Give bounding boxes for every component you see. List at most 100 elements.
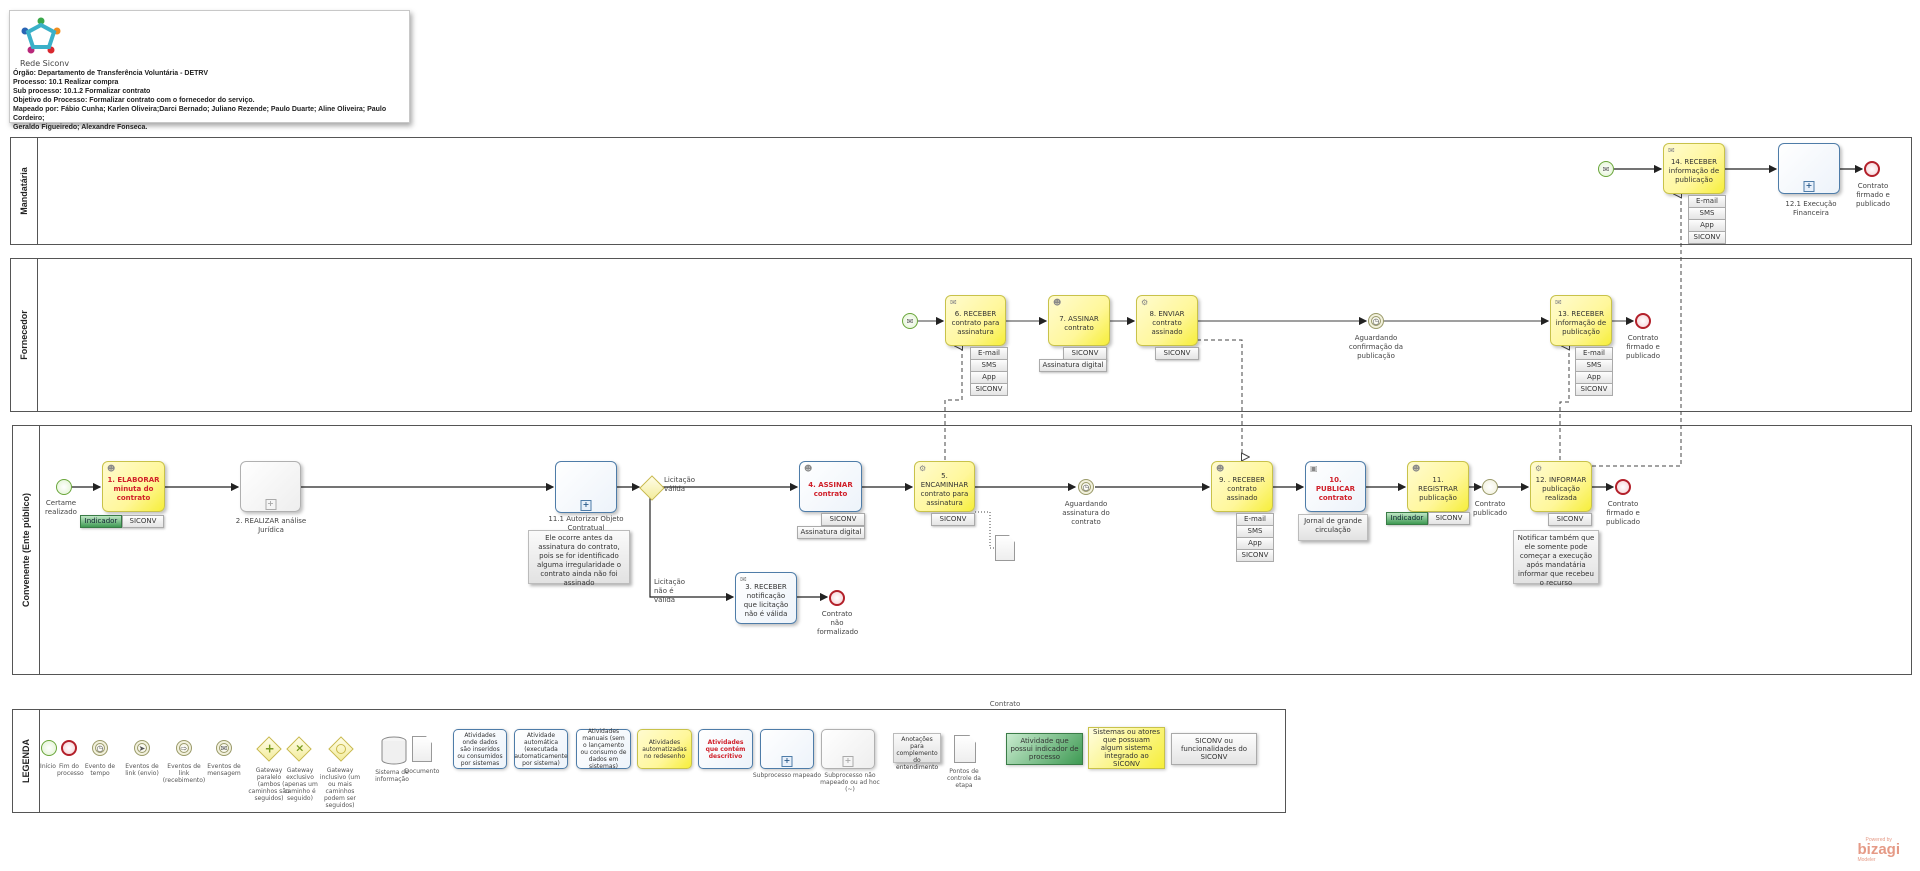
process-metadata: Órgão: Departamento de Transferência Vol… [13, 69, 409, 132]
flow [649, 498, 735, 602]
clock-icon: ◷ [96, 743, 104, 753]
message-flow [944, 346, 962, 460]
orgao-text: Órgão: Departamento de Transferência Vol… [13, 70, 209, 77]
envelope-icon: ✉ [1602, 164, 1610, 174]
end-event-label: Contrato não formalizado [817, 610, 859, 636]
task-3-receber-notificacao[interactable]: ✉ 3. RECEBER notificação que licitação n… [735, 572, 797, 624]
task-12-informar-publicacao[interactable]: ⚙ 12. INFORMAR publicação realizada [1530, 461, 1592, 512]
legend-box-text: Atividades que contém descritivo [705, 738, 746, 760]
end-event-label: Contrato firmado e publicado [1855, 182, 1891, 208]
legend-auto-activity: Atividade automática (executada automati… [514, 729, 568, 769]
legend-label: Subprocesso não mapeado ou ad hoc (~) [820, 772, 880, 793]
task-name: minuta do contrato [113, 485, 154, 502]
task-6-receber-contrato[interactable]: ✉ 6. RECEBER contrato para assinatura [945, 295, 1006, 346]
legend-start-event [41, 740, 57, 756]
message-start-event[interactable]: ✉ [902, 313, 918, 329]
subprocess-12-1-execucao-financeira[interactable]: + [1778, 143, 1840, 194]
pool-mandataria: Mandatária [10, 137, 1912, 245]
task-name: 6. RECEBER contrato para assinatura [951, 310, 1000, 336]
gear-icon: ⚙ [1535, 464, 1543, 473]
legend-label: Eventos de link (envio) [125, 763, 159, 777]
end-event-firmado-publicado[interactable] [1635, 313, 1651, 329]
channel-email: E-mail [970, 347, 1008, 360]
legend-box-text: SICONV ou funcionalidades do SICONV [1180, 737, 1248, 761]
channel-app: App [1236, 538, 1274, 550]
channel-app: App [970, 372, 1008, 384]
task-number: 4. ASSINAR [808, 480, 853, 489]
channel-siconv: SICONV [1688, 232, 1726, 244]
system-badge: SICONV [1428, 512, 1470, 525]
pool-label: Convenente (Ente público) [13, 426, 40, 674]
task-number: 10. PUBLICAR [1315, 476, 1356, 493]
legend-unmapped-subprocess: + [821, 729, 875, 769]
clock-icon: ◷ [1082, 482, 1090, 492]
channel-list: E-mail SMS App SICONV [970, 347, 1008, 396]
task-name: 14. RECEBER informação de publicação [1668, 158, 1720, 184]
timer-event-aguardando-assinatura[interactable]: ◷ [1078, 479, 1094, 495]
task-13-receber-informacao[interactable]: ✉ 13. RECEBER informação de publicação [1550, 295, 1612, 346]
message-start-event[interactable]: ✉ [1598, 161, 1614, 177]
message-flow [1197, 339, 1242, 457]
start-event-certame[interactable] [56, 479, 72, 495]
process-header: Rede Siconv Órgão: Departamento de Trans… [9, 10, 410, 131]
pool-label: Mandatária [11, 138, 38, 244]
indicator-badge: Indicador [1386, 512, 1428, 525]
legend-indicator-activity: Atividade que possui indicador de proces… [1006, 733, 1083, 765]
task-14-receber-informacao[interactable]: ✉ 14. RECEBER informação de publicação [1663, 143, 1725, 194]
end-event-label: Contrato firmado e publicado [1605, 500, 1641, 526]
timer-event-label: Aguardando confirmação da publicação [1348, 334, 1404, 360]
channel-siconv: SICONV [1236, 550, 1274, 562]
subprocess-11-1-autorizar-objeto[interactable]: + [555, 461, 617, 513]
watermark-product: Modeler [1857, 857, 1876, 863]
legend-label: Sistema de informação [375, 769, 409, 783]
event-label: Contrato publicado [1472, 500, 1508, 517]
clock-icon: ◷ [1372, 316, 1380, 326]
task-7-assinar-contrato[interactable]: ☻ 7. ASSINAR contrato [1048, 295, 1110, 346]
collapsed-subprocess-icon: + [1803, 181, 1815, 192]
envelope-icon: ✉ [1668, 146, 1675, 155]
annotation-note: Notificar também que ele somente pode co… [1513, 530, 1599, 587]
subprocess-2-analise-juridica[interactable]: + [240, 461, 301, 512]
channel-sms: SMS [970, 360, 1008, 372]
system-badge: SICONV [821, 513, 865, 526]
subprocess-label: 12.1 Execução Financeira [1785, 200, 1837, 217]
legend-label: Gateway paralelo (ambos caminhos são seg… [248, 767, 290, 802]
legend-integrated-system: Sistemas ou atores que possuam algum sis… [1088, 727, 1165, 769]
collapsed-subprocess-icon: + [781, 756, 793, 767]
end-event-firmado-publicado[interactable] [1864, 161, 1880, 177]
end-event-nao-formalizado[interactable] [829, 590, 845, 606]
channel-email: E-mail [1688, 195, 1726, 208]
rede-siconv-logo-icon [21, 17, 61, 54]
task-number: 1. ELABORAR [107, 476, 160, 484]
association [975, 511, 998, 549]
subprocesso-text: Sub processo: 10.1.2 Formalizar contrato [13, 88, 151, 95]
timer-event-aguardando-confirmacao[interactable]: ◷ [1368, 313, 1384, 329]
task-9-receber-contrato-assinado[interactable]: ☻ 9. . RECEBER contrato assinado [1211, 461, 1273, 512]
legend-label: Eventos de mensagem [207, 763, 241, 777]
logo-text: Rede Siconv [20, 59, 70, 68]
plus-icon: + [264, 741, 275, 756]
x-icon: × [295, 741, 305, 755]
legend-siconv-functionality: SICONV ou funcionalidades do SICONV [1171, 733, 1257, 765]
legend-mapped-subprocess: + [760, 729, 814, 769]
legend-box-text: Atividade que possui indicador de proces… [1010, 737, 1079, 761]
end-event-firmado-publicado[interactable] [1615, 479, 1631, 495]
system-badge: SICONV [931, 513, 975, 526]
legend-title: Contrato [989, 700, 1021, 708]
legend-data-activity: Atividades onde dados são inseridos ou c… [453, 729, 507, 769]
task-11-registrar-publicacao[interactable]: ☻ 11. REGISTRAR publicação [1407, 461, 1469, 512]
task-name: 12. INFORMAR publicação realizada [1535, 476, 1587, 502]
pool-label: LEGENDA [13, 710, 40, 812]
task-5-encaminhar-contrato[interactable]: ⚙ 5. ENCAMINHAR contrato para assinatura [914, 461, 975, 512]
bizagi-watermark: Powered by bizagi Modeler [1857, 837, 1900, 863]
processo-text: Processo: 10.1 Realizar compra [13, 79, 119, 86]
legend-end-event [61, 740, 77, 756]
legend-link-send-event: ➤ [134, 740, 150, 756]
system-badge: SICONV [1155, 347, 1199, 360]
task-8-enviar-contrato[interactable]: ⚙ 8. ENVIAR contrato assinado [1136, 295, 1198, 346]
intermediate-event-publicado[interactable] [1482, 479, 1498, 495]
gateway-label-invalid: Licitação não é válida [654, 578, 686, 604]
